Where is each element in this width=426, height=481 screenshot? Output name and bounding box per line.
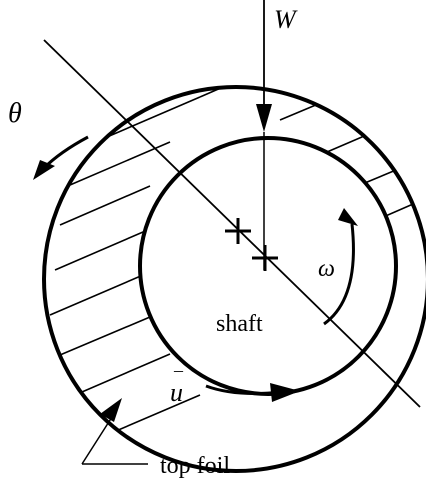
velocity-label: u: [170, 378, 183, 407]
film-hatching: [49, 87, 421, 441]
top-foil-label: top foil: [160, 453, 230, 479]
load-label: W: [274, 5, 298, 34]
velocity-arrow-icon: [205, 383, 300, 402]
rotation-label: ω: [318, 256, 335, 282]
top-foil-leader: [81, 398, 148, 465]
omega-arrow-icon: [323, 208, 358, 326]
load-arrow: [256, 0, 272, 270]
line-of-centers: [43, 39, 421, 408]
shaft-center-mark: [252, 245, 278, 271]
shaft-circle: [138, 136, 398, 396]
bearing-center-mark: [225, 218, 251, 244]
theta-arrow-icon: [33, 135, 89, 180]
angle-label: θ: [8, 98, 22, 129]
velocity-bar-label: –: [173, 360, 184, 380]
outer-foil-circle: [42, 85, 426, 473]
shaft-label: shaft: [216, 311, 263, 337]
